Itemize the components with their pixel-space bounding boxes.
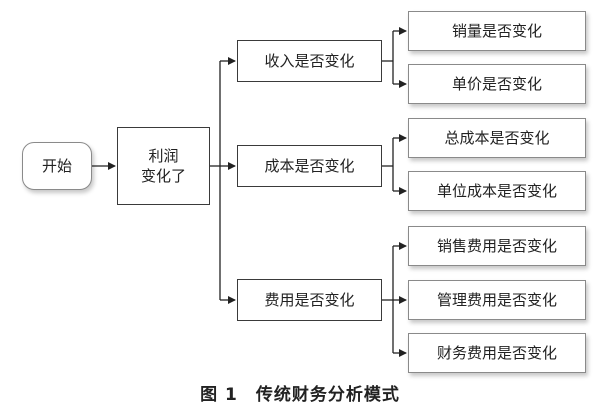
unit-cost-label: 单位成本是否变化 xyxy=(436,181,557,200)
admin-expense-node: 管理费用是否变化 xyxy=(408,280,586,320)
profit-changed-node: 利润 变化了 xyxy=(117,127,210,205)
figure-caption: 图 1 传统财务分析模式 xyxy=(200,385,400,405)
expense-node: 费用是否变化 xyxy=(237,279,382,321)
finance-expense-label: 财务费用是否变化 xyxy=(436,343,557,362)
sales-volume-node: 销量是否变化 xyxy=(408,11,586,51)
unit-price-node: 单价是否变化 xyxy=(408,64,586,104)
total-cost-node: 总成本是否变化 xyxy=(408,118,586,158)
total-cost-label: 总成本是否变化 xyxy=(444,128,550,147)
start-node: 开始 xyxy=(22,142,92,190)
cost-node: 成本是否变化 xyxy=(237,145,382,187)
sales-volume-label: 销量是否变化 xyxy=(451,21,542,40)
unit-price-label: 单价是否变化 xyxy=(451,74,542,93)
admin-expense-label: 管理费用是否变化 xyxy=(436,290,557,309)
sales-expense-node: 销售费用是否变化 xyxy=(408,226,586,266)
start-node-label: 开始 xyxy=(41,156,72,175)
profit-changed-label: 利润 变化了 xyxy=(140,146,186,185)
expense-label: 费用是否变化 xyxy=(264,290,355,309)
income-label: 收入是否变化 xyxy=(264,51,355,70)
cost-label: 成本是否变化 xyxy=(264,156,355,175)
finance-expense-node: 财务费用是否变化 xyxy=(408,333,586,373)
sales-expense-label: 销售费用是否变化 xyxy=(436,236,557,255)
income-node: 收入是否变化 xyxy=(237,40,382,82)
unit-cost-node: 单位成本是否变化 xyxy=(408,171,586,211)
